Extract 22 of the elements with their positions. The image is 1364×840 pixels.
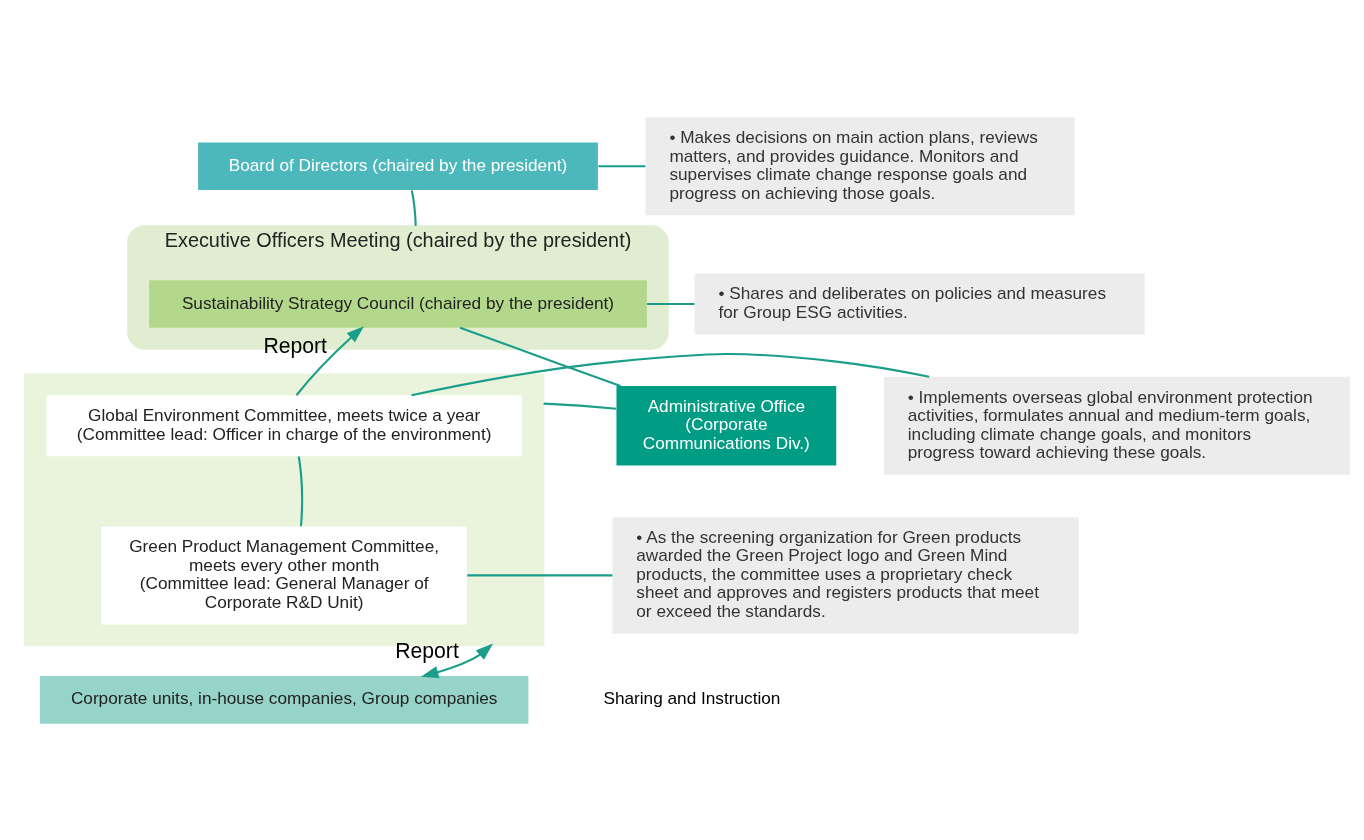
node-box: Global Environment Committee, meets twice a year (Committee lead: Officer in charge of the environment) (46, 394, 522, 456)
node-box: Green Product Management Committee, meets every other month (Committee lead: General Manager of Corporate R&D Unit) (101, 525, 467, 624)
node-box: Board of Directors (chaired by the president) (198, 141, 598, 190)
node-box: • As the screening organization for Green products awarded the Green Project logo and Green Mind products, the committee uses a proprietary check sheet and approves and registers products that meet or exceed the standards. (612, 516, 1079, 634)
node-box: • Makes decisions on main action plans, reviews matters, and provides guidance. Monitors and supervises climate change response goals and progress on achieving those goals. (645, 116, 1075, 215)
label: Sharing and Instruction (603, 687, 781, 708)
connector (543, 402, 617, 410)
connector (411, 352, 930, 396)
arrow (295, 325, 364, 396)
connector (467, 573, 613, 576)
node-box: Corporate units, in-house companies, Group companies (39, 675, 529, 724)
edge-label: Report (395, 638, 459, 662)
connector (410, 189, 417, 226)
arrow (420, 642, 494, 678)
connector (459, 326, 621, 387)
connector (647, 302, 695, 305)
node-box: Sustainability Strategy Council (chaired by the president) (149, 279, 647, 328)
connector (598, 164, 646, 167)
node-box: Administrative Office (Corporate Communications Div.) (616, 385, 837, 465)
node-box: • Shares and deliberates on policies and measures for Group ESG activities. (694, 273, 1145, 334)
connector (297, 455, 304, 526)
node-box: • Implements overseas global environment protection activities, formulates annual and medium-term goals, including climate change goals, and monitors progress toward achieving these goals. (883, 376, 1350, 475)
